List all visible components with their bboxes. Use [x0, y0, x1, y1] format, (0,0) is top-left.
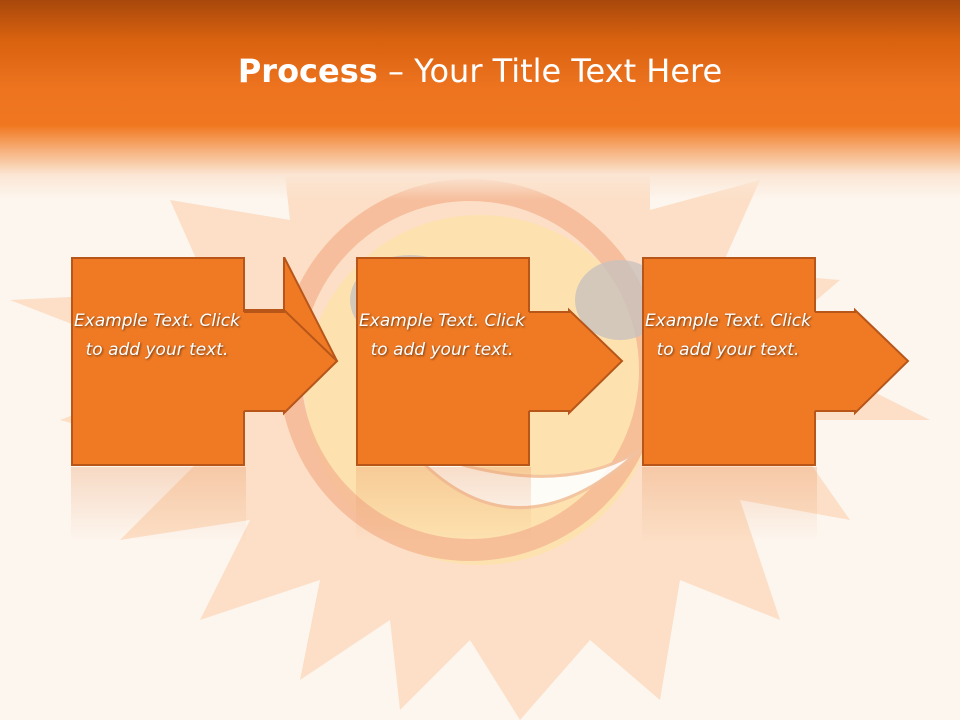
title-bold: Process: [237, 52, 378, 90]
title-bar: [0, 0, 960, 200]
step-reflection: [356, 467, 531, 542]
step-shape: [356, 257, 624, 466]
process-step-3[interactable]: Example Text. Click to add your text.: [642, 257, 960, 467]
smile: [417, 448, 642, 510]
step-text[interactable]: Example Text. Click to add your text.: [645, 311, 811, 360]
step-text[interactable]: Example Text. Click to add your text.: [359, 311, 525, 360]
process-step-2[interactable]: Example Text. Click to add your text.: [356, 257, 706, 467]
step-text[interactable]: Example Text. Click to add your text.: [74, 311, 240, 360]
title-rest: – Your Title Text Here: [377, 52, 723, 90]
slide-title[interactable]: Process – Your Title Text Here: [0, 52, 960, 90]
step-reflection: [71, 467, 246, 542]
step-shape: [642, 257, 910, 466]
process-step-1[interactable]: Example Text. Click to add your text.: [71, 257, 421, 467]
step-reflection: [642, 467, 817, 542]
step-shape: [71, 257, 339, 466]
